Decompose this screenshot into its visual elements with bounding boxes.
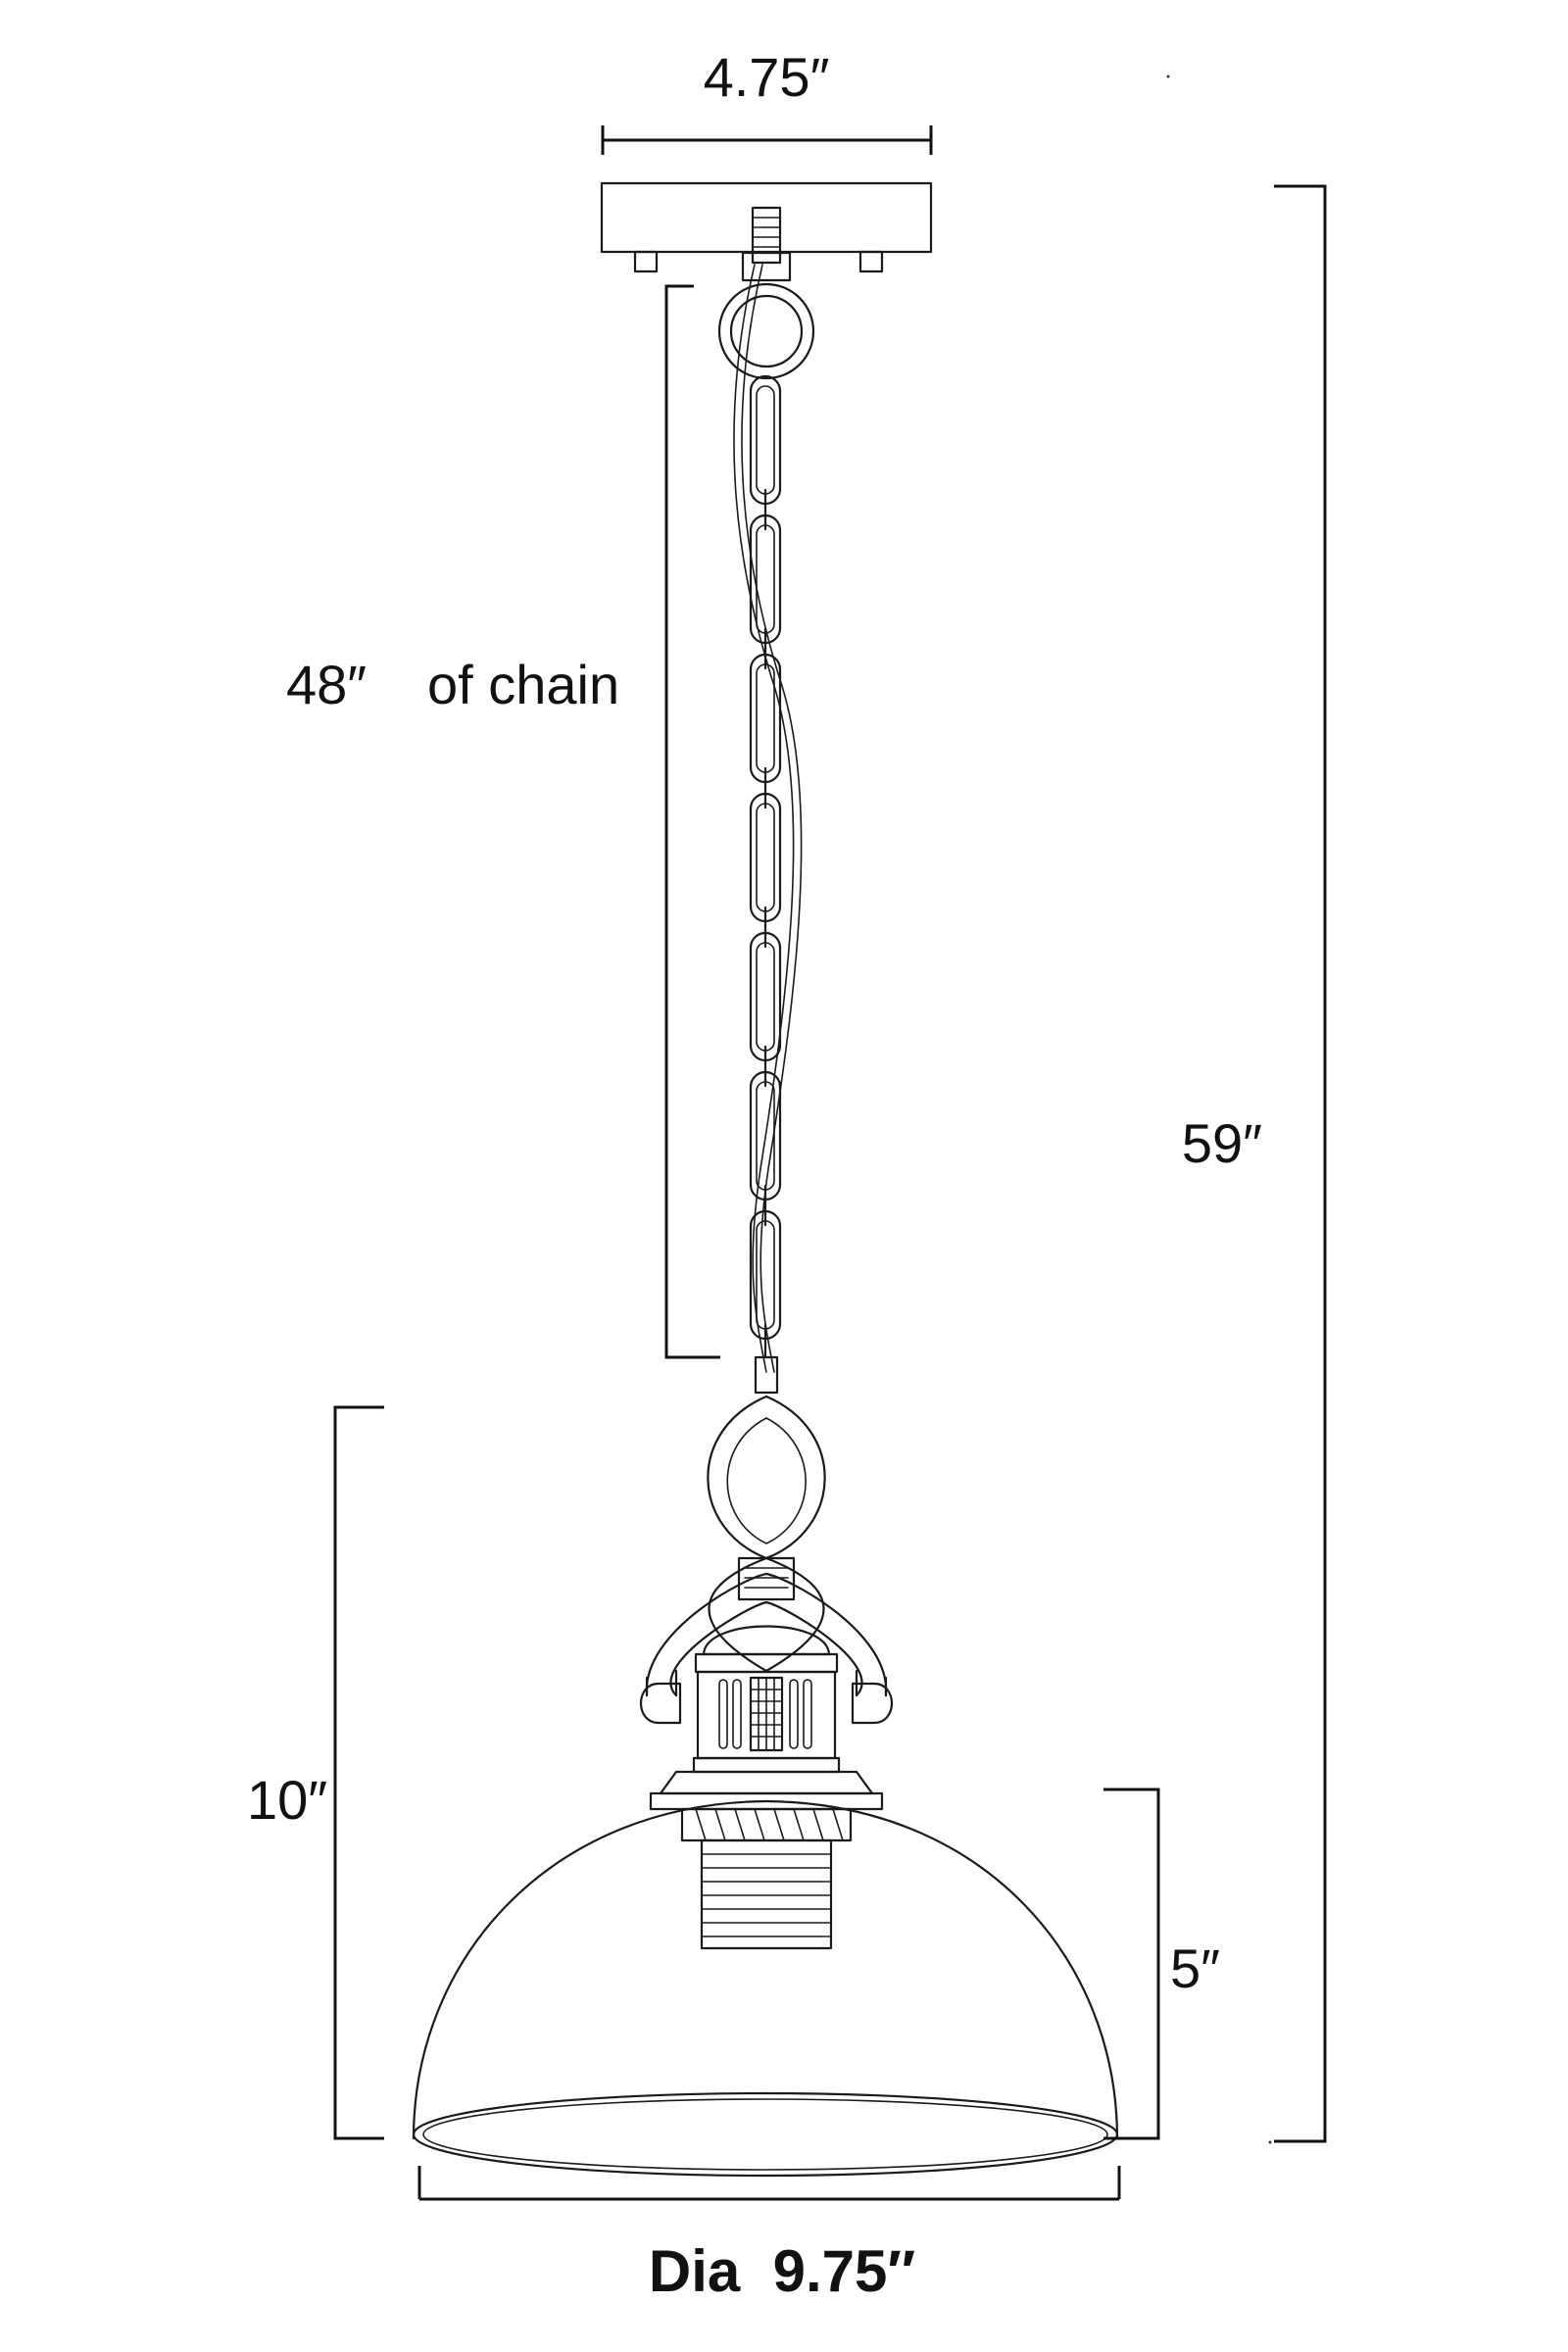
shade-height-dimension: 5″ [1103, 1788, 1220, 2140]
yoke [639, 1572, 894, 1725]
fixture-height-label: 10″ [247, 1769, 327, 1831]
top-ring [717, 282, 815, 380]
scan-specks [1166, 74, 1272, 2144]
chain-length-dimension: 48″ of chain [286, 284, 720, 1359]
shade-diameter-label: Dia 9.75″ [649, 2238, 915, 2304]
fixture-height-dimension: 10″ [247, 1405, 384, 2140]
chain-length-text: of chain [427, 654, 619, 715]
dome-shade [412, 1799, 1119, 2178]
overall-height-label: 59″ [1182, 1112, 1262, 1174]
shade-height-label: 5″ [1170, 1937, 1220, 1999]
overall-height-dimension: 59″ [1182, 184, 1327, 2143]
ceiling-canopy [600, 181, 933, 282]
shade-diameter-dimension: Dia 9.75″ [417, 2166, 1121, 2304]
socket-housing [649, 1556, 884, 1950]
power-cord [733, 264, 803, 1373]
chain-length-value: 48″ [286, 654, 367, 715]
canopy-width-dimension: 4.75″ [601, 46, 933, 155]
canopy-width-label: 4.75″ [704, 46, 830, 108]
